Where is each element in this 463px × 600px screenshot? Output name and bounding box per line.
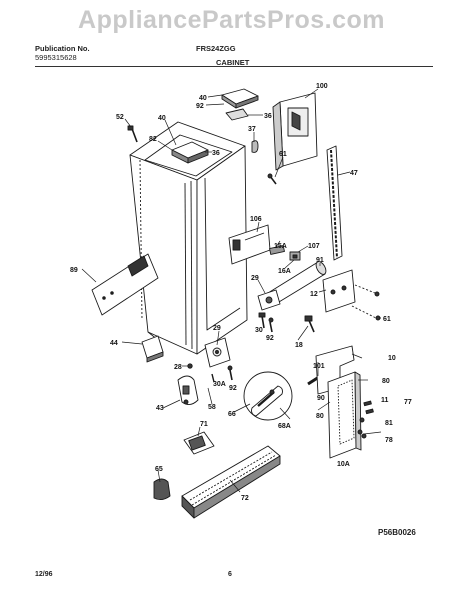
label-28: 28 [174, 364, 182, 371]
label-11: 11 [381, 397, 389, 404]
screw-30 [258, 312, 266, 329]
label-92-b: 92 [266, 335, 274, 342]
rear-panel-89 [91, 253, 159, 316]
label-71: 71 [200, 421, 208, 428]
label-10: 10 [388, 355, 396, 362]
footer-page: 6 [228, 571, 232, 578]
label-61-b: 61 [383, 316, 391, 323]
access-panel-80 [327, 371, 362, 459]
label-106: 106 [250, 216, 262, 223]
label-100: 100 [316, 83, 328, 90]
label-89: 89 [70, 267, 78, 274]
label-61: 61 [279, 151, 287, 158]
model-number: FRS24ZGG [196, 44, 236, 53]
label-80: 80 [382, 378, 390, 385]
label-29: 29 [251, 275, 259, 282]
screws-81-78 [357, 417, 367, 439]
screw-92-lower [227, 365, 233, 381]
label-43: 43 [156, 405, 164, 412]
part-labels: 40 92 36 100 52 40 82 36 37 61 47 106 15… [70, 83, 412, 502]
screw-92 [268, 317, 274, 333]
screw-28 [187, 363, 193, 369]
toe-grille-72 [181, 445, 281, 519]
label-52: 52 [116, 114, 124, 121]
label-101: 101 [313, 363, 325, 370]
top-hinge-upper [221, 88, 259, 109]
bracket-10 [315, 345, 355, 395]
screw-30a [211, 373, 215, 383]
label-36-b: 36 [212, 150, 220, 157]
label-68a: 68A [278, 423, 291, 430]
watermark: AppliancePartsPros.com [78, 6, 385, 34]
label-81: 81 [385, 420, 393, 427]
connector-107 [289, 251, 301, 261]
bracket-43 [177, 375, 199, 405]
leader-lines [81, 88, 382, 493]
footer-date: 12/96 [35, 571, 53, 578]
section-title: CABINET [216, 58, 250, 67]
top-hinge-cabinet [171, 141, 209, 164]
leveler-65 [153, 478, 171, 501]
label-92-c: 92 [229, 385, 237, 392]
bracket-44 [141, 335, 164, 363]
label-40: 40 [199, 95, 207, 102]
bracket-37 [251, 140, 259, 153]
label-15a: 15A [274, 243, 287, 250]
header-rule [35, 66, 433, 67]
label-107: 107 [308, 243, 320, 250]
label-77: 77 [404, 399, 412, 406]
label-12: 12 [310, 291, 318, 298]
diagram-code: P56B0026 [378, 528, 416, 537]
screws-61-right [351, 284, 381, 321]
label-91: 91 [316, 257, 324, 264]
screw-18 [304, 315, 315, 333]
label-16a: 16A [278, 268, 291, 275]
hinge-29-upper [257, 289, 281, 311]
label-92: 92 [196, 103, 204, 110]
label-65: 65 [155, 466, 163, 473]
screw-52 [127, 125, 138, 143]
label-30a: 30A [213, 381, 226, 388]
hinge-cover-small [225, 108, 249, 121]
label-58: 58 [208, 404, 216, 411]
publication-label: Publication No. [35, 44, 90, 53]
label-44: 44 [110, 340, 118, 347]
label-18: 18 [295, 342, 303, 349]
screw-61-upper [267, 173, 277, 185]
hinge-29-lower [204, 337, 231, 368]
label-36: 36 [264, 113, 272, 120]
cabinet-shell [129, 121, 248, 355]
label-10a: 10A [337, 461, 350, 468]
dispenser-housing [272, 92, 318, 171]
roller-71 [183, 431, 215, 455]
heater-strip [326, 145, 343, 261]
label-37: 37 [248, 126, 256, 133]
label-80-b: 80 [316, 413, 324, 420]
label-40-b: 40 [158, 115, 166, 122]
publication-number: 5995315628 [35, 53, 77, 62]
screws-11-77 [363, 400, 374, 415]
label-78: 78 [385, 437, 393, 444]
label-82: 82 [149, 136, 157, 143]
label-47: 47 [350, 170, 358, 177]
label-72: 72 [241, 495, 249, 502]
label-30: 30 [255, 327, 263, 334]
label-90: 90 [317, 395, 325, 402]
bracket-12 [322, 269, 356, 313]
label-66: 66 [228, 411, 236, 418]
label-29-b: 29 [213, 325, 221, 332]
